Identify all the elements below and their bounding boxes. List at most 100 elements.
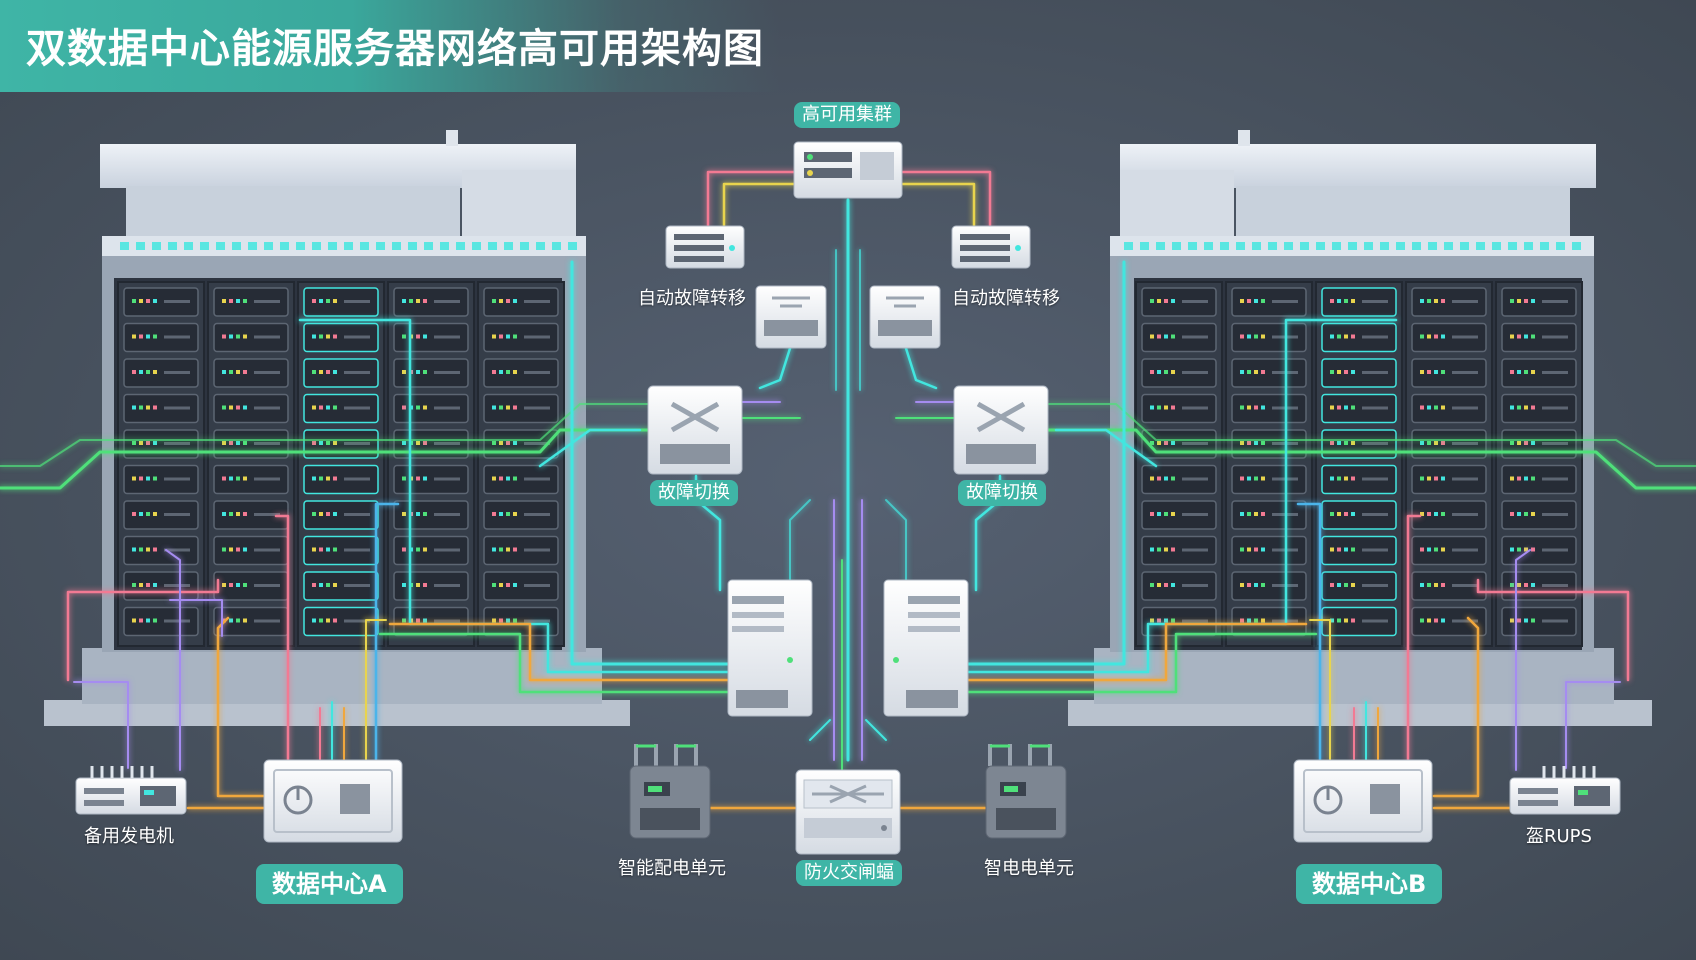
datacenter-b-rack-unit [1231,287,1307,317]
datacenter-a-rack-led [326,583,330,587]
datacenter-b-rack-slot [1182,513,1208,516]
datacenter-a-rack-unit [393,393,469,424]
datacenter-b-rack-led [1150,512,1154,516]
datacenter-b-led [1156,242,1165,250]
datacenter-a-rack-led [229,405,233,410]
datacenter-b-rack-led [1261,512,1265,516]
datacenter-b-rack-slot [1362,548,1388,552]
datacenter-a-rack-led [146,370,150,374]
datacenter-b-rack-led [1351,476,1355,481]
datacenter-b-rack-led [1337,583,1341,587]
datacenter-b-rack-led [1434,618,1438,623]
datacenter-a-rack-led [153,512,157,516]
datacenter-b-rack-led [1517,547,1521,552]
datacenter-b-rack-led [1254,547,1258,552]
datacenter-b-rack-slot [1182,442,1208,445]
datacenter-a-rack-slot [524,406,550,410]
datacenter-a-rack-led [416,618,420,623]
datacenter-b-led [1284,242,1293,250]
datacenter-a-rack-unit [303,393,379,424]
datacenter-a-led [280,242,289,250]
datacenter-a-led [168,242,177,250]
datacenter-b-led [1556,242,1565,250]
datacenter-b-rack-slot [1362,371,1388,374]
datacenter-a-rack-unit [393,500,469,530]
datacenter-a-rack-led [423,512,427,516]
datacenter-b-rack-led [1524,370,1528,374]
datacenter-b-rack-led [1330,512,1334,516]
datacenter-b-rack-led [1427,476,1431,481]
datacenter-a-rack-slot [164,584,190,587]
datacenter-a-rack-led [506,334,510,339]
datacenter-a-rack-slot [524,548,550,552]
datacenter-b-rack-led [1337,334,1341,339]
datacenter-b-rack-slot [1542,619,1568,623]
datacenter-a-rack-led [319,512,323,516]
datacenter-a-rack-led [492,299,496,303]
datacenter-a-rack-unit [483,358,559,388]
datacenter-b-rack-led [1157,618,1161,623]
datacenter-a-rack-led [153,334,157,339]
datacenter-b-rack-led [1261,547,1265,552]
firewall-device [795,769,901,855]
datacenter-b-rack-slot [1542,335,1568,339]
datacenter-b-rack-led [1254,334,1258,339]
datacenter-b-rack-led [1510,476,1514,481]
datacenter-a-rack-led [416,583,420,587]
datacenter-b-rack-unit [1231,358,1307,388]
datacenter-b-rack-unit [1231,606,1307,637]
datacenter-a-rack-led [312,299,316,303]
datacenter-a-rack-led [139,618,143,623]
datacenter-a-rack-led [423,441,427,445]
datacenter-b-rack-led [1337,299,1341,303]
datacenter-b-rack-slot [1182,300,1208,303]
datacenter-a-rack-led [513,441,517,445]
datacenter-a-led [248,242,257,250]
datacenter-a-rack-led [236,441,240,445]
datacenter-a-rack-led [416,405,420,410]
datacenter-a-led-strip [120,242,577,250]
datacenter-b-rack-led [1420,405,1424,410]
datacenter-b-rack-led [1337,476,1341,481]
datacenter-a-rack-led [236,547,240,552]
datacenter-b-led [1188,242,1197,250]
datacenter-a-rack-led [492,370,496,374]
datacenter-a-rack-unit [483,500,559,530]
datacenter-b-led [1380,242,1389,250]
datacenter-a-rack-led [423,299,427,303]
datacenter-b-led [1140,242,1149,250]
datacenter-b-rack-led [1531,334,1535,339]
datacenter-a-rack-slot [524,584,550,587]
datacenter-a-rack-led [236,512,240,516]
datacenter-b-rack-led [1164,512,1168,516]
datacenter-a-rack-led [243,441,247,445]
datacenter-a-rack-led [132,512,136,516]
datacenter-b-rack-led [1510,299,1514,303]
datacenter-b-rack-led [1247,476,1251,481]
datacenter-b-rack-slot [1362,406,1388,410]
datacenter-a-rack-slot [434,371,460,374]
datacenter-a-rack-led [132,618,136,623]
datacenter-b-rack-led [1337,370,1341,374]
datacenter-a-rack-led [153,441,157,445]
backup-generator [75,766,187,815]
datacenter-b-rack-led [1157,334,1161,339]
datacenter-a-rack-slot [344,335,370,339]
datacenter-b-rack-led [1247,370,1251,374]
datacenter-a-rack-led [492,476,496,481]
datacenter-b-rack-led [1330,547,1334,552]
datacenter-b-rack-led [1240,512,1244,516]
datacenter-b-rack-led [1164,299,1168,303]
datacenter-a-rack-led [326,299,330,303]
datacenter-a-rack-led [132,547,136,552]
datacenter-a-rack-led [243,583,247,587]
datacenter-b-rack-led [1434,405,1438,410]
datacenter-b-rack-led [1330,334,1334,339]
datacenter-a-rack-led [319,618,323,623]
datacenter-a-rack-led [222,476,226,481]
datacenter-b-rack-slot [1182,548,1208,552]
datacenter-a-rack-unit [123,393,199,424]
datacenter-b-led [1428,242,1437,250]
datacenter-b-rack-led [1150,334,1154,339]
datacenter-b-rack-led [1247,512,1251,516]
